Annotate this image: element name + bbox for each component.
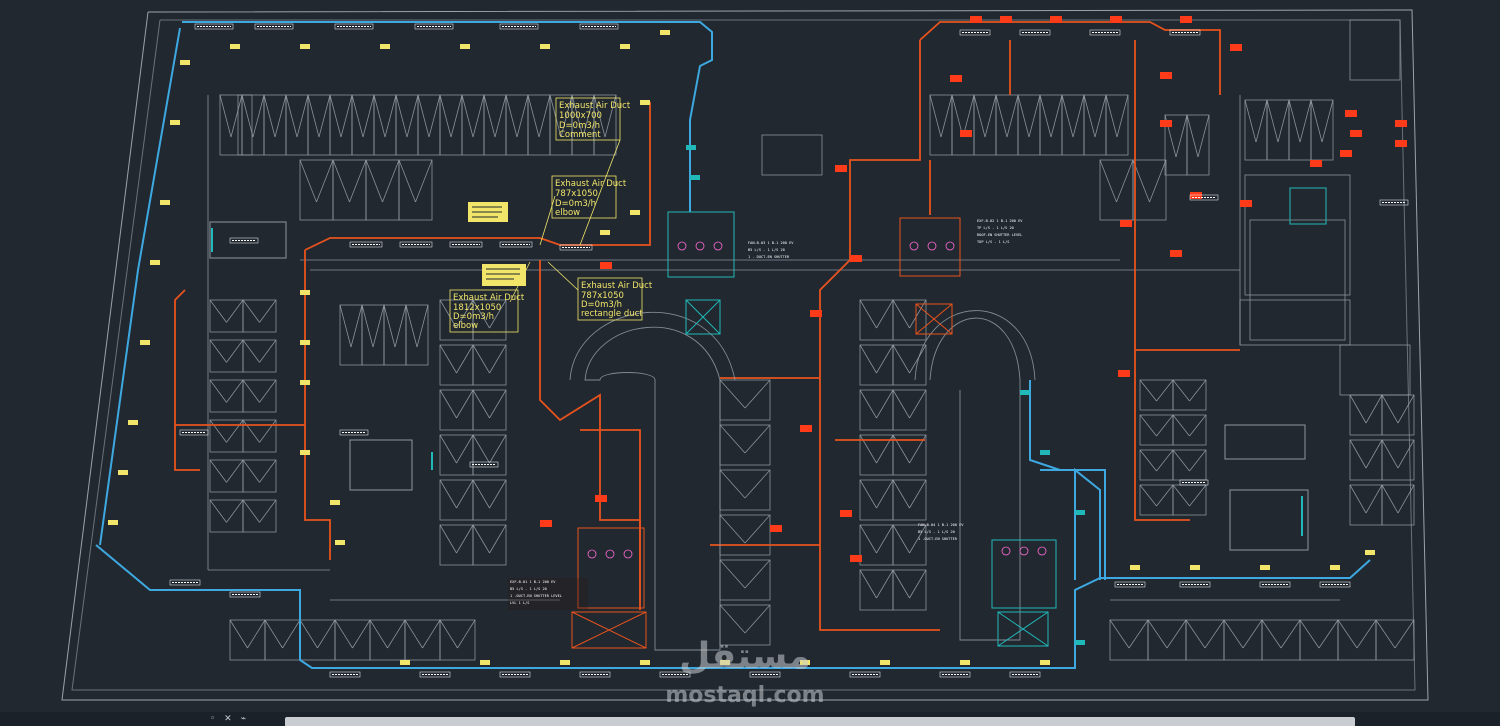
callout-3-line-1: Exhaust Air Duct	[581, 281, 653, 291]
svg-text:B5 L/S - 1 L/S 20: B5 L/S - 1 L/S 20	[510, 587, 547, 591]
svg-text:1 -DUCT-EN SHUTTER: 1 -DUCT-EN SHUTTER	[918, 537, 958, 541]
callout-4-line-1: Exhaust Air Duct	[453, 293, 525, 303]
svg-text:1 -DUCT-EN SHUTTER LEVEL: 1 -DUCT-EN SHUTTER LEVEL	[510, 594, 562, 598]
watermark-logo: مستقل	[679, 636, 811, 677]
callout-1-line-3: D=0m3/h	[559, 121, 600, 131]
duct-callouts: Exhaust Air Duct 1000x700 D=0m3/h Commen…	[449, 97, 653, 333]
callout-box-3	[577, 277, 643, 321]
callout-3-line-3: D=0m3/h	[581, 300, 622, 310]
site-boundary	[61, 9, 1429, 701]
callout-box-1	[555, 97, 621, 141]
svg-text:B5 L/S - 1 L/S 20: B5 L/S - 1 L/S 20	[918, 530, 955, 534]
callout-1-line-1: Exhaust Air Duct	[559, 101, 631, 111]
exhaust-air-duct	[174, 21, 1240, 631]
watermark-brand: mostaql.com	[665, 683, 824, 708]
stair-accent	[211, 228, 1303, 536]
svg-text:EXF-B-02 1 B-1 200 EV: EXF-B-02 1 B-1 200 EV	[977, 219, 1023, 223]
svg-text:B5 L/S - 1 L/S 20: B5 L/S - 1 L/S 20	[748, 248, 785, 252]
callout-3-line-2: 787x1050	[581, 291, 624, 301]
svg-text:ROOF-EN SHUTTER LEVEL: ROOF-EN SHUTTER LEVEL	[977, 233, 1022, 237]
svg-text:FAN-B-04 1 B-1 200 EV: FAN-B-04 1 B-1 200 EV	[918, 523, 964, 527]
callout-2-line-3: D=0m3/h	[555, 199, 596, 209]
command-line-input[interactable]	[285, 717, 1355, 726]
callout-2-line-1: Exhaust Air Duct	[555, 179, 627, 189]
callout-box-4	[449, 289, 519, 333]
fan-units-red	[571, 217, 961, 649]
callout-3-line-4: rectangle duct	[581, 309, 643, 319]
stair-icon	[209, 221, 1309, 551]
callout-1-line-4: Comment	[559, 130, 601, 140]
callout-2-line-4: elbow	[555, 208, 580, 218]
svg-text:FAN-B-03 1 B-1 200 EV: FAN-B-03 1 B-1 200 EV	[748, 241, 794, 245]
svg-text:LVL 1 L/S: LVL 1 L/S	[510, 601, 529, 605]
command-icons[interactable]: ◦ ✕ ⌁	[210, 714, 249, 724]
callout-4-line-3: D=0m3/h	[453, 312, 494, 322]
callout-box-2	[551, 175, 617, 219]
callout-2-line-2: 787x1050	[555, 189, 598, 199]
watermark: مستقل mostaql.com	[665, 636, 824, 708]
exhaust-fan-units	[667, 187, 1327, 647]
callout-4-line-4: elbow	[453, 321, 478, 331]
svg-text:TP L/S - 1 L/S 20: TP L/S - 1 L/S 20	[977, 226, 1014, 230]
callout-1-line-2: 1000x700	[559, 111, 602, 121]
svg-text:1 - DUCT-EN SHUTTER: 1 - DUCT-EN SHUTTER	[748, 255, 790, 259]
fresh-air-duct	[95, 21, 1371, 669]
schedule-notes: EXF-B-01 1 B-1 200 EV B5 L/S - 1 L/S 20 …	[508, 219, 1023, 610]
callout-4-line-2: 1812x1050	[453, 303, 501, 313]
parking-ramps	[569, 310, 1036, 651]
svg-text:TOP L/S - 1 L/S: TOP L/S - 1 L/S	[977, 240, 1009, 244]
svg-text:EXF-B-01 1 B-1 200 EV: EXF-B-01 1 B-1 200 EV	[510, 580, 556, 584]
parking-layout	[207, 19, 1415, 661]
equipment-tags	[108, 16, 1409, 678]
